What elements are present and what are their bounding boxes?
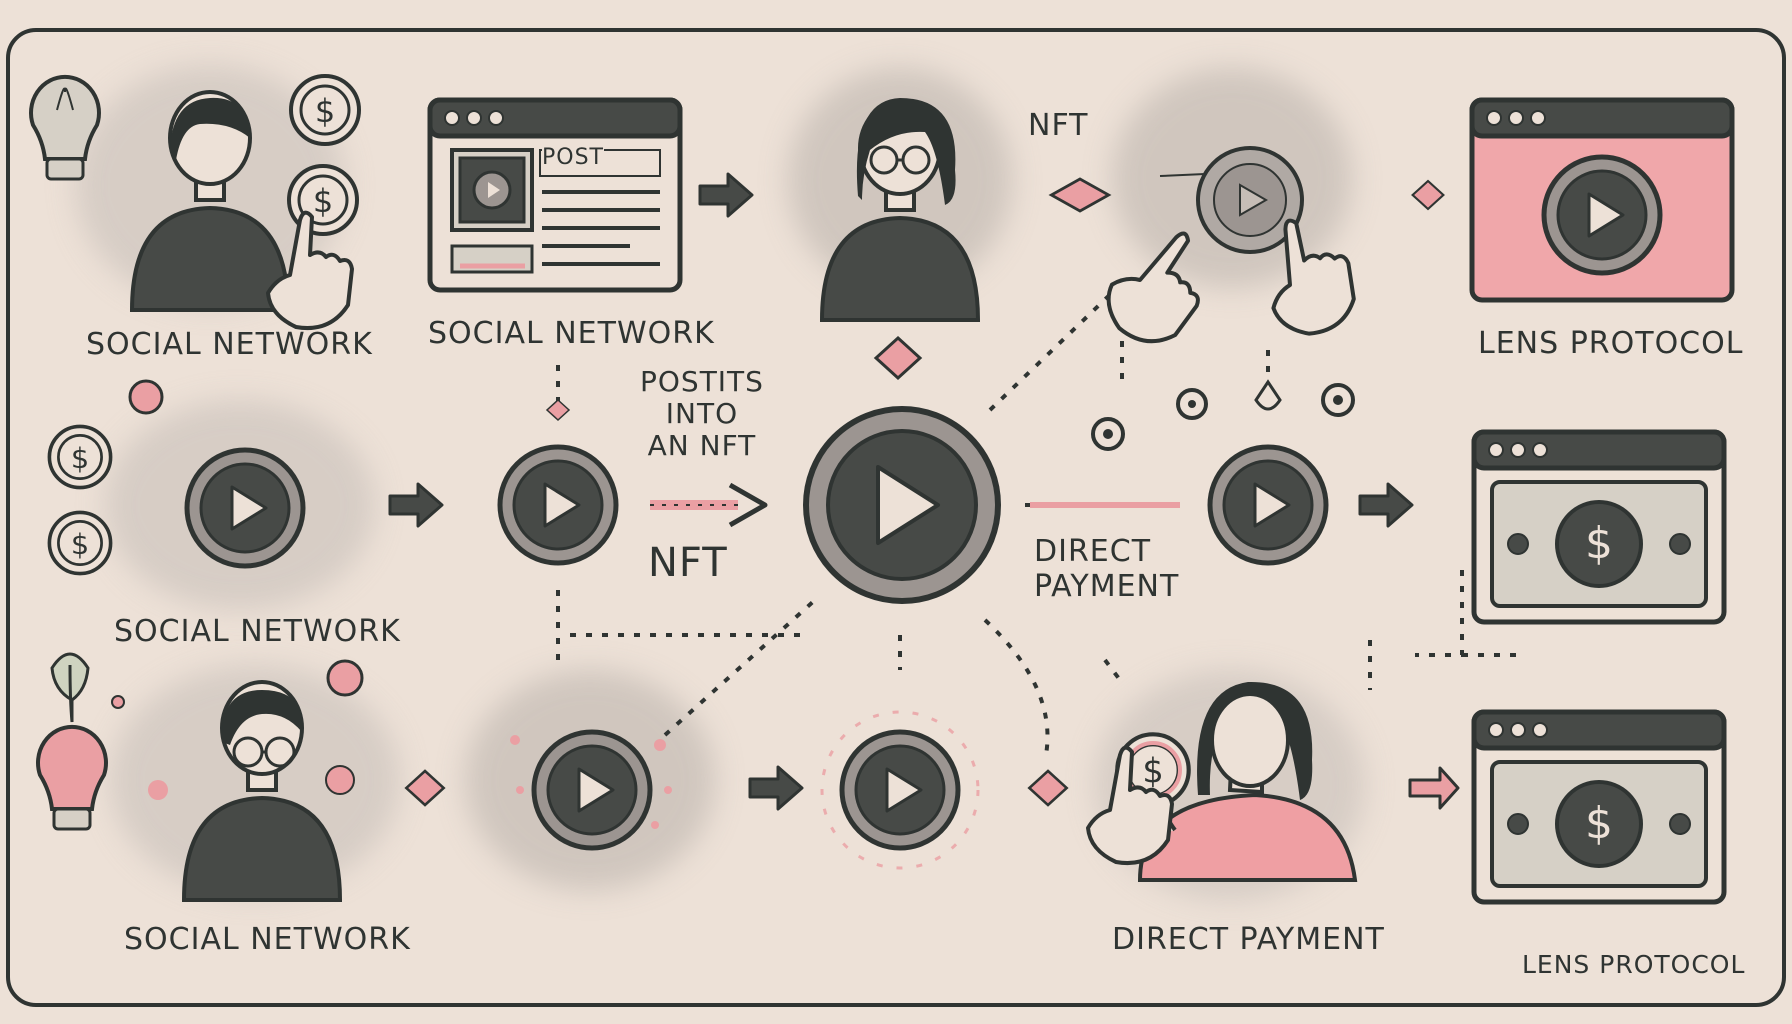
label-social-network-2: SOCIAL NETWORK	[428, 316, 715, 351]
play-button-icon-main	[803, 406, 1001, 604]
hair	[221, 690, 303, 745]
hair	[170, 97, 250, 160]
pink-arrow-small	[1408, 766, 1460, 810]
label-nft-top: NFT	[1028, 108, 1089, 143]
label-direct-payment-bottom: DIRECT PAYMENT	[1112, 922, 1385, 957]
label-nft-middle: NFT	[648, 540, 728, 586]
touch-play-icon	[1159, 146, 1304, 254]
label-lens-protocol-top: LENS PROTOCOL	[1478, 326, 1744, 361]
glasses-icon	[869, 145, 931, 175]
coin-dollar-icon	[289, 74, 361, 146]
hair	[856, 98, 956, 205]
money-window-middle	[1474, 432, 1724, 622]
label-direct-payment-middle: DIRECT PAYMENT	[1034, 534, 1180, 604]
pink-arrow	[650, 482, 768, 528]
label-posts-into-nft: POSTITS INTO AN NFT	[640, 365, 764, 463]
label-social-network-4: SOCIAL NETWORK	[124, 922, 411, 957]
browser-window-icon	[430, 100, 680, 290]
lens-window-top	[1469, 97, 1735, 303]
label-social-network-1: SOCIAL NETWORK	[86, 327, 373, 362]
label-social-network-3: SOCIAL NETWORK	[114, 614, 401, 649]
glasses-icon	[232, 736, 296, 768]
money-window-bottom	[1474, 712, 1724, 902]
lightbulb-icon-top	[56, 87, 74, 111]
label-lens-protocol-bottom: LENS PROTOCOL	[1522, 950, 1746, 979]
post-tag: POST	[542, 145, 604, 170]
